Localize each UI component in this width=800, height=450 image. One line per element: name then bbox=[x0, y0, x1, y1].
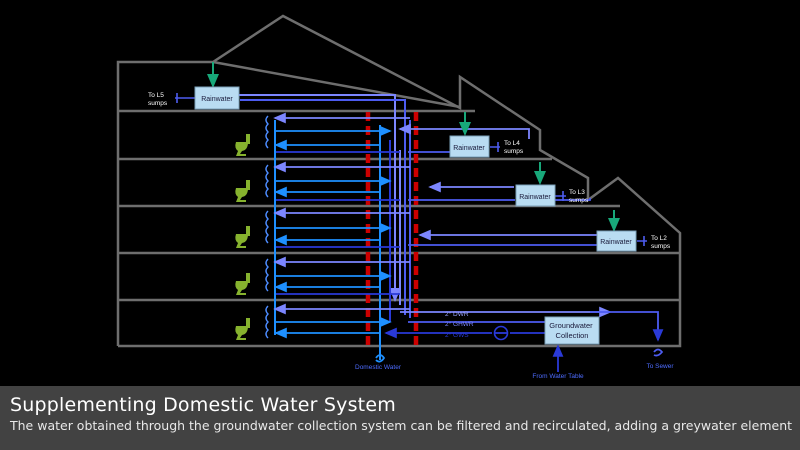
rainwater-tank-l3: Rainwater bbox=[515, 184, 556, 207]
caption-bar bbox=[0, 386, 800, 450]
rainwater-tanks: Rainwater Rainwater Rainwater Rainwater bbox=[194, 86, 637, 252]
ground-floor-pipes bbox=[375, 306, 664, 372]
toilet-icon bbox=[235, 226, 250, 248]
groundwater-tank: Groundwater Collection bbox=[544, 316, 600, 345]
bottom-labels: Domestic Water From Water Table To Sewer bbox=[355, 363, 674, 380]
dwr-label: 2° DWR bbox=[445, 310, 469, 318]
pipe-labels: 2° DWR 2° GHWR 2° GWS bbox=[445, 310, 474, 339]
groundwater-label-2: Collection bbox=[556, 331, 589, 340]
toilet-icon bbox=[235, 318, 250, 340]
tank-label: Rainwater bbox=[201, 96, 233, 103]
toilet-icon bbox=[235, 180, 250, 202]
gws-label: 2° GWS bbox=[445, 331, 469, 339]
floor-4-branches bbox=[273, 161, 410, 201]
sump-outlets bbox=[175, 93, 647, 246]
tap-fittings bbox=[265, 115, 269, 339]
rainwater-tank-l5: Rainwater bbox=[194, 86, 240, 110]
tank-label: Rainwater bbox=[600, 239, 632, 246]
groundwater-label-1: Groundwater bbox=[549, 321, 593, 330]
floor-3-branches bbox=[273, 207, 410, 248]
floor-5-branches bbox=[273, 112, 410, 153]
rainwater-tank-l2: Rainwater bbox=[596, 230, 637, 252]
toilet-icon bbox=[235, 134, 250, 156]
tank-label: Rainwater bbox=[519, 194, 551, 201]
svg-text:Groundwater Collection: Groundwater Collection bbox=[549, 321, 594, 340]
toilet-icon bbox=[235, 273, 250, 295]
rainwater-tank-l4: Rainwater bbox=[449, 135, 490, 158]
ghwr-label: 2° GHWR bbox=[445, 320, 474, 328]
rain-inlets bbox=[207, 62, 620, 232]
tank-label: Rainwater bbox=[453, 145, 485, 152]
pump-icon bbox=[493, 325, 509, 341]
floor-branches bbox=[273, 112, 410, 339]
domestic-water-label: Domestic Water bbox=[355, 364, 402, 371]
sewer-label: To Sewer bbox=[646, 363, 674, 370]
floor-1-branches bbox=[273, 303, 410, 339]
slide-subtitle: The water obtained through the groundwat… bbox=[10, 418, 793, 433]
toilet-fixtures bbox=[235, 134, 250, 340]
tank-connections bbox=[398, 123, 598, 246]
slide-title: Supplementing Domestic Water System bbox=[10, 394, 396, 416]
water-table-label: From Water Table bbox=[532, 373, 584, 380]
floor-2-branches bbox=[273, 256, 410, 295]
